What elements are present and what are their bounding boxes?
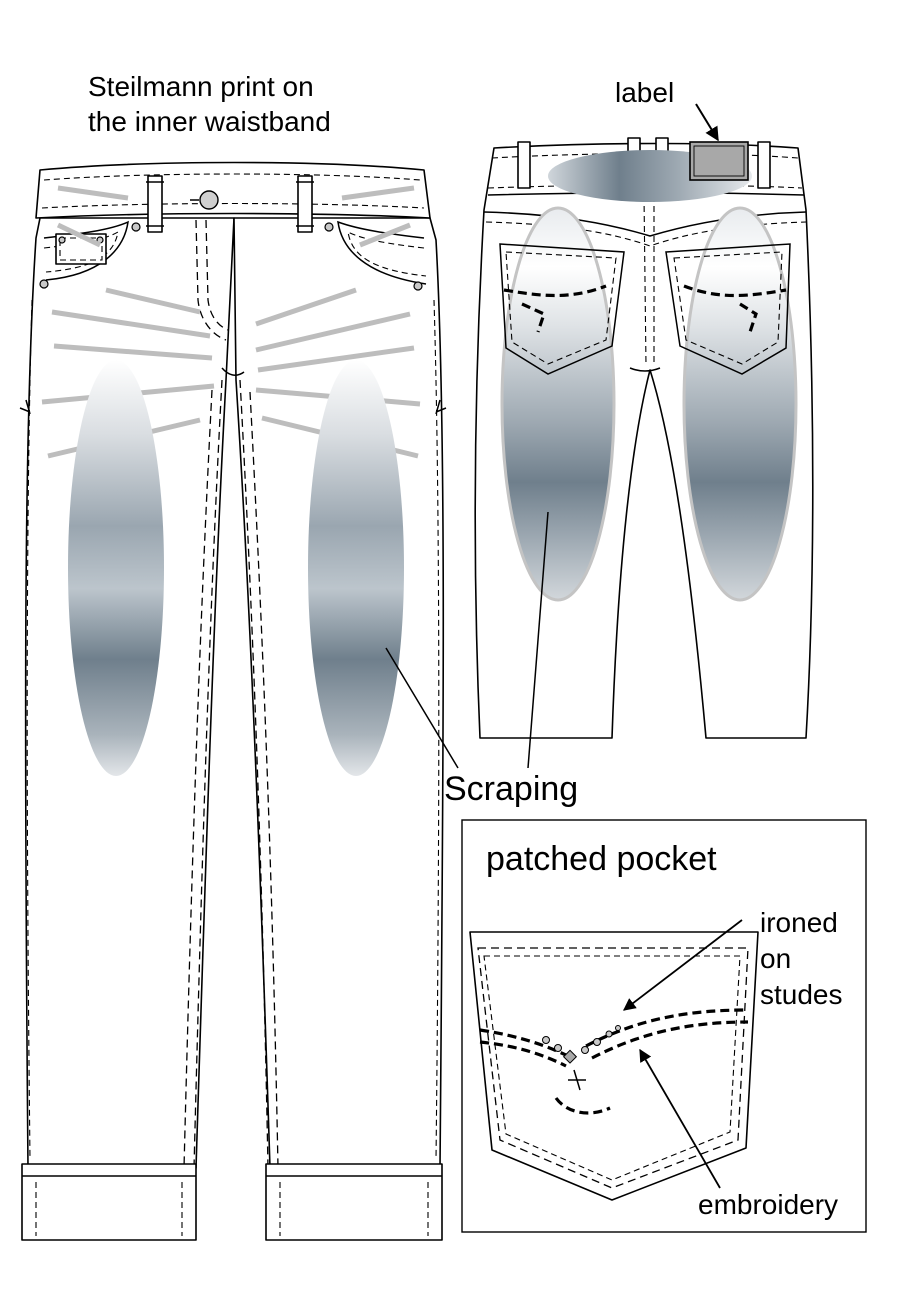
studs-callout-line1: ironed	[760, 907, 838, 938]
belt-loop	[147, 175, 163, 233]
belt-loop	[297, 175, 313, 233]
waistband-note-line1: Steilmann print on	[88, 71, 314, 102]
back-pocket-left	[499, 243, 625, 375]
studs-arrow	[622, 919, 743, 1011]
label-arrow	[695, 103, 719, 142]
scraping-area	[308, 360, 404, 776]
rivet	[413, 281, 423, 291]
ironed-on-studs	[542, 1025, 621, 1064]
studs-callout-line2: on	[760, 943, 791, 974]
front-view	[19, 161, 447, 1241]
scraping-callout: Scraping	[444, 770, 578, 808]
scraping-leader-back	[527, 511, 549, 769]
waistband-note-line2: the inner waistband	[88, 106, 331, 137]
belt-loop	[757, 141, 771, 189]
rivet	[131, 222, 141, 232]
scraping-area	[682, 206, 798, 602]
label-callout: label	[615, 77, 674, 108]
pocket-box-title: patched pocket	[486, 840, 717, 878]
patched-pocket-detail	[461, 819, 867, 1233]
scraping-area	[500, 206, 616, 602]
belt-loop	[517, 141, 531, 189]
rivet	[58, 236, 66, 244]
pocket-outline	[469, 931, 759, 1201]
front-whiskers	[41, 185, 421, 459]
back-view	[474, 137, 814, 739]
embroidery-callout: embroidery	[698, 1189, 838, 1220]
rivet	[39, 279, 49, 289]
button-icon	[199, 190, 219, 210]
studs-callout-line3: studes	[760, 979, 843, 1010]
scraping-area	[68, 360, 164, 776]
brand-label-patch	[689, 141, 749, 181]
embroidery-stitch	[479, 1008, 749, 1115]
embroidery-arrow	[639, 1048, 721, 1189]
scraping-leader-front	[385, 647, 459, 769]
rivet	[324, 222, 334, 232]
back-pocket-right	[665, 243, 791, 375]
front-cuffs	[21, 1163, 443, 1241]
front-waistband	[35, 161, 431, 219]
